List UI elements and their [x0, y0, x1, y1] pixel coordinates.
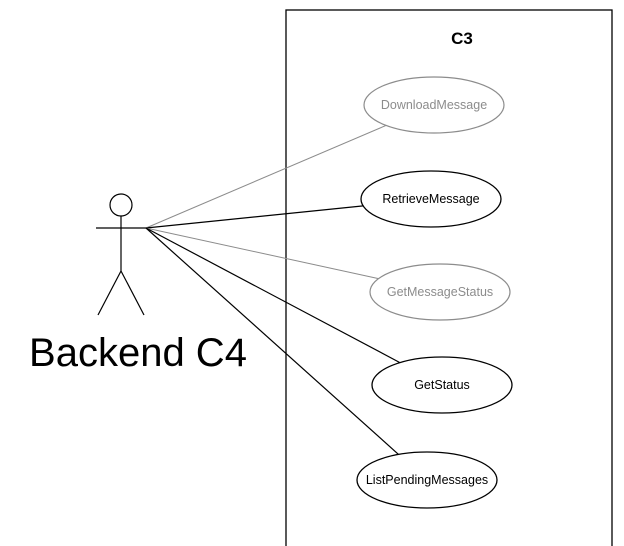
system-title: C3 [451, 29, 473, 48]
actor-figure [96, 193, 146, 316]
association-line [145, 227, 401, 364]
actor-right-leg [120, 270, 145, 316]
system-boundary [285, 9, 613, 546]
association-line [145, 227, 399, 455]
actor-left-leg [97, 270, 122, 316]
use-case-list-pending-messages[interactable] [356, 451, 498, 509]
use-case-retrieve-message[interactable] [360, 170, 502, 228]
association-lines [145, 124, 401, 455]
use-case-download-message[interactable] [363, 76, 505, 134]
use-case-label: DownloadMessage [381, 98, 487, 112]
use-case-label: RetrieveMessage [382, 192, 479, 206]
use-case-label: ListPendingMessages [366, 473, 488, 487]
association-line [145, 124, 387, 229]
use-cases: DownloadMessage RetrieveMessage GetMessa… [356, 76, 513, 509]
use-case-label: GetStatus [414, 378, 470, 392]
use-case-get-message-status[interactable] [369, 263, 511, 321]
actor-label: Backend C4 [29, 331, 247, 375]
use-case-get-status[interactable] [371, 356, 513, 414]
association-line [145, 227, 379, 280]
association-line [145, 205, 364, 229]
use-case-label: GetMessageStatus [387, 285, 493, 299]
actor-head [109, 193, 133, 217]
